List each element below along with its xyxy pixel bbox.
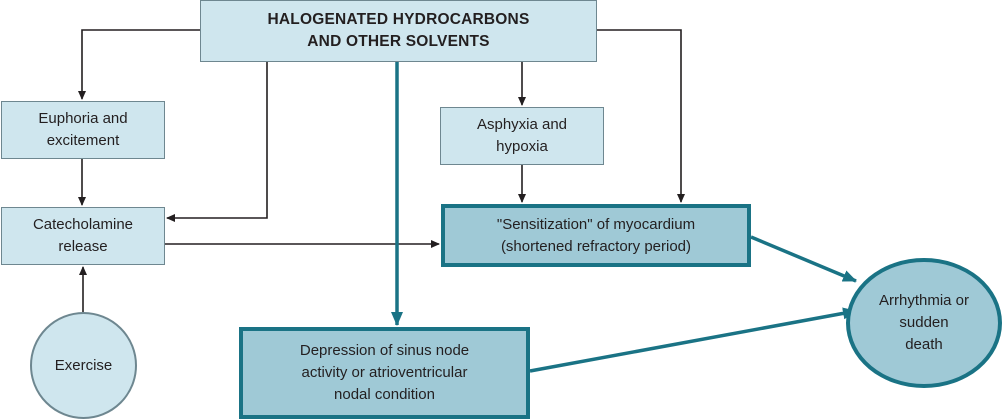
arrow-top-to-catecholamine [166,62,268,222]
node-exercise-label: Exercise [54,356,113,374]
node-catecholamine-release-label: Catecholamine release [32,216,134,255]
node-depression: Depression of sinus node activity or atr… [239,327,530,419]
arrow-sensitization-to-arrhythmia [750,235,857,283]
node-sensitization-label: "Sensitization" of myocardium (shortened… [496,215,696,255]
node-exercise: Exercise [30,312,137,419]
node-sensitization: "Sensitization" of myocardium (shortened… [441,204,751,267]
node-halogenated-hydrocarbons: HALOGENATED HYDROCARBONS AND OTHER SOLVE… [200,0,597,62]
node-euphoria-label: Euphoria and excitement [38,110,128,149]
arrow-top-to-sensitization [597,29,685,203]
node-arrhythmia-label: Arrhythmia or sudden death [878,292,970,353]
arrow-top-to-euphoria [78,29,200,100]
arrow-depression-to-arrhythmia [529,307,857,373]
node-arrhythmia: Arrhythmia or sudden death [846,258,1002,388]
node-depression-label: Depression of sinus node activity or atr… [299,342,470,403]
node-catecholamine-release: Catecholamine release [1,207,165,265]
node-asphyxia: Asphyxia and hypoxia [440,107,604,165]
node-euphoria: Euphoria and excitement [1,101,165,159]
node-halogenated-hydrocarbons-label: HALOGENATED HYDROCARBONS AND OTHER SOLVE… [267,11,530,50]
node-asphyxia-label: Asphyxia and hypoxia [476,116,568,155]
